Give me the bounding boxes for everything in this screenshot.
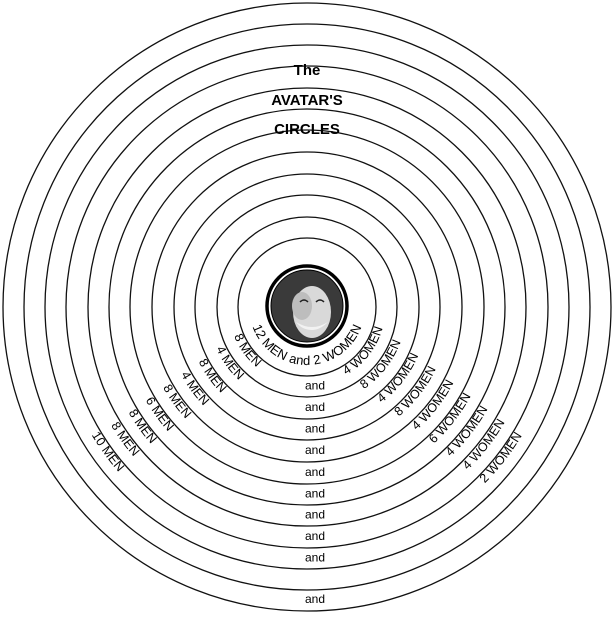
circle-5-and: and [305, 465, 325, 479]
circle-8-and: and [305, 529, 325, 543]
circle-6-and: and [305, 487, 325, 501]
circle-9-and: and [305, 551, 325, 565]
circle-7-and: and [305, 508, 325, 522]
circle-2-and: and [305, 400, 325, 414]
title: The AVATAR'S CIRCLES [271, 62, 343, 138]
circle-3-and: and [305, 422, 325, 436]
outer-band-and: and [305, 592, 325, 606]
portrait [267, 266, 347, 346]
circle-4-and: and [305, 443, 325, 457]
circle-1-and: and [305, 379, 325, 393]
title-line-circles: CIRCLES [274, 121, 340, 138]
title-line-the: The [294, 62, 321, 79]
portrait-photo [271, 270, 343, 342]
title-line-avatars: AVATAR'S [271, 92, 343, 109]
